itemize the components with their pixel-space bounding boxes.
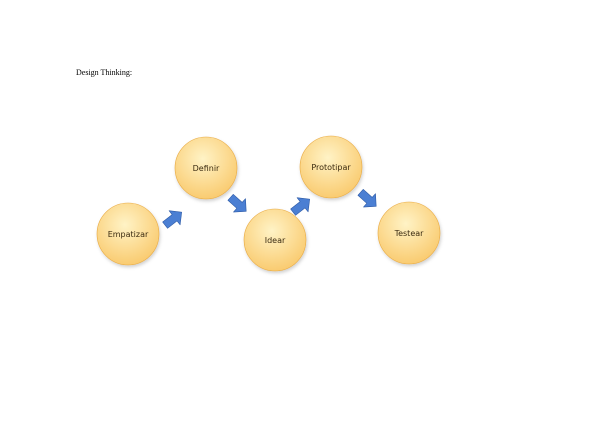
step-idear: Idear xyxy=(243,208,307,272)
step-circle xyxy=(174,136,238,200)
step-label-idear: Idear xyxy=(265,236,286,245)
step-circle xyxy=(96,202,160,266)
step-circle xyxy=(299,135,363,199)
step-circle xyxy=(243,208,307,272)
step-testear: Testear xyxy=(377,201,441,265)
step-label-empatizar: Empatizar xyxy=(108,230,149,239)
step-label-prototipar: Prototipar xyxy=(311,163,351,172)
block-arrow-icon xyxy=(357,189,377,208)
step-empatizar: Empatizar xyxy=(96,202,160,266)
step-definir: Definir xyxy=(174,136,238,200)
step-prototipar: Prototipar xyxy=(299,135,363,199)
document-heading: Design Thinking: xyxy=(76,68,133,77)
step-label-testear: Testear xyxy=(394,229,425,238)
step-label-definir: Definir xyxy=(193,164,220,173)
connector-arrows xyxy=(162,189,377,229)
step-circle xyxy=(377,201,441,265)
block-arrow-icon xyxy=(162,210,182,229)
block-arrow-icon xyxy=(227,194,247,213)
block-arrow-icon xyxy=(290,197,310,216)
